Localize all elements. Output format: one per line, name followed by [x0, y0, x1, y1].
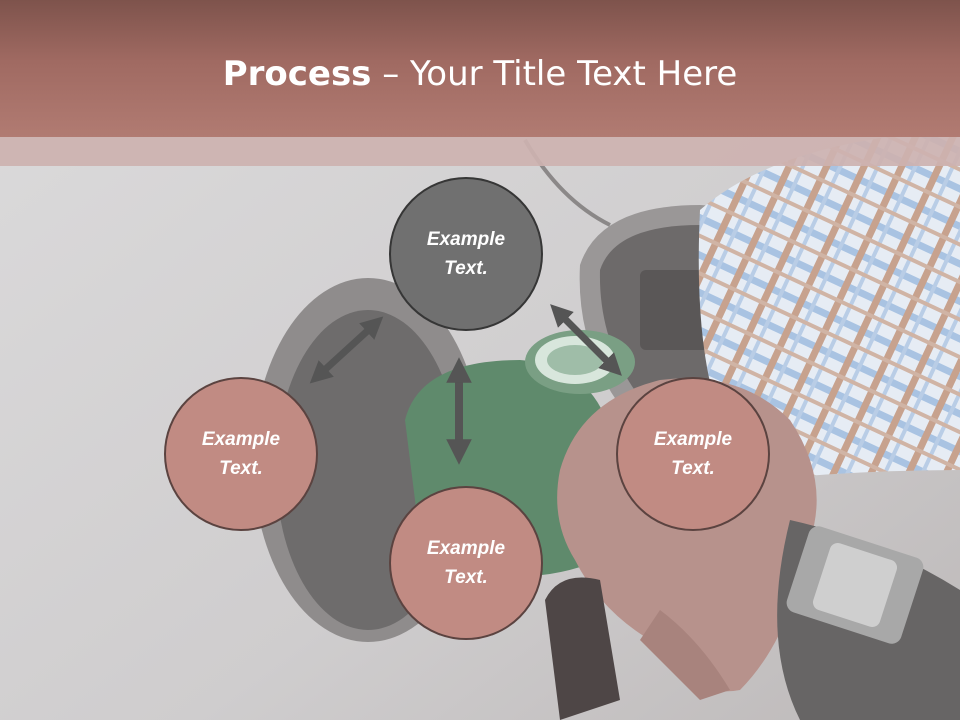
slide-title: Process – Your Title Text Here — [0, 52, 960, 96]
process-circle-left-text: Example Text. — [201, 429, 281, 479]
arrow-top-left — [309, 316, 384, 384]
title-bar — [0, 0, 960, 137]
process-circle-bottom[interactable]: Example Text. — [389, 486, 543, 640]
process-circle-bottom-text: Example Text. — [426, 538, 506, 588]
process-circle-top[interactable]: Example Text. — [389, 177, 543, 331]
process-circle-right[interactable]: Example Text. — [616, 377, 770, 531]
process-circle-right-text: Example Text. — [653, 429, 733, 479]
title-bar-band — [0, 137, 960, 166]
slide-title-bold: Process — [222, 54, 372, 94]
arrow-top-right — [550, 304, 622, 376]
process-circle-left[interactable]: Example Text. — [164, 377, 318, 531]
process-circle-top-text: Example Text. — [426, 229, 506, 279]
slide-title-rest: – Your Title Text Here — [371, 54, 738, 94]
